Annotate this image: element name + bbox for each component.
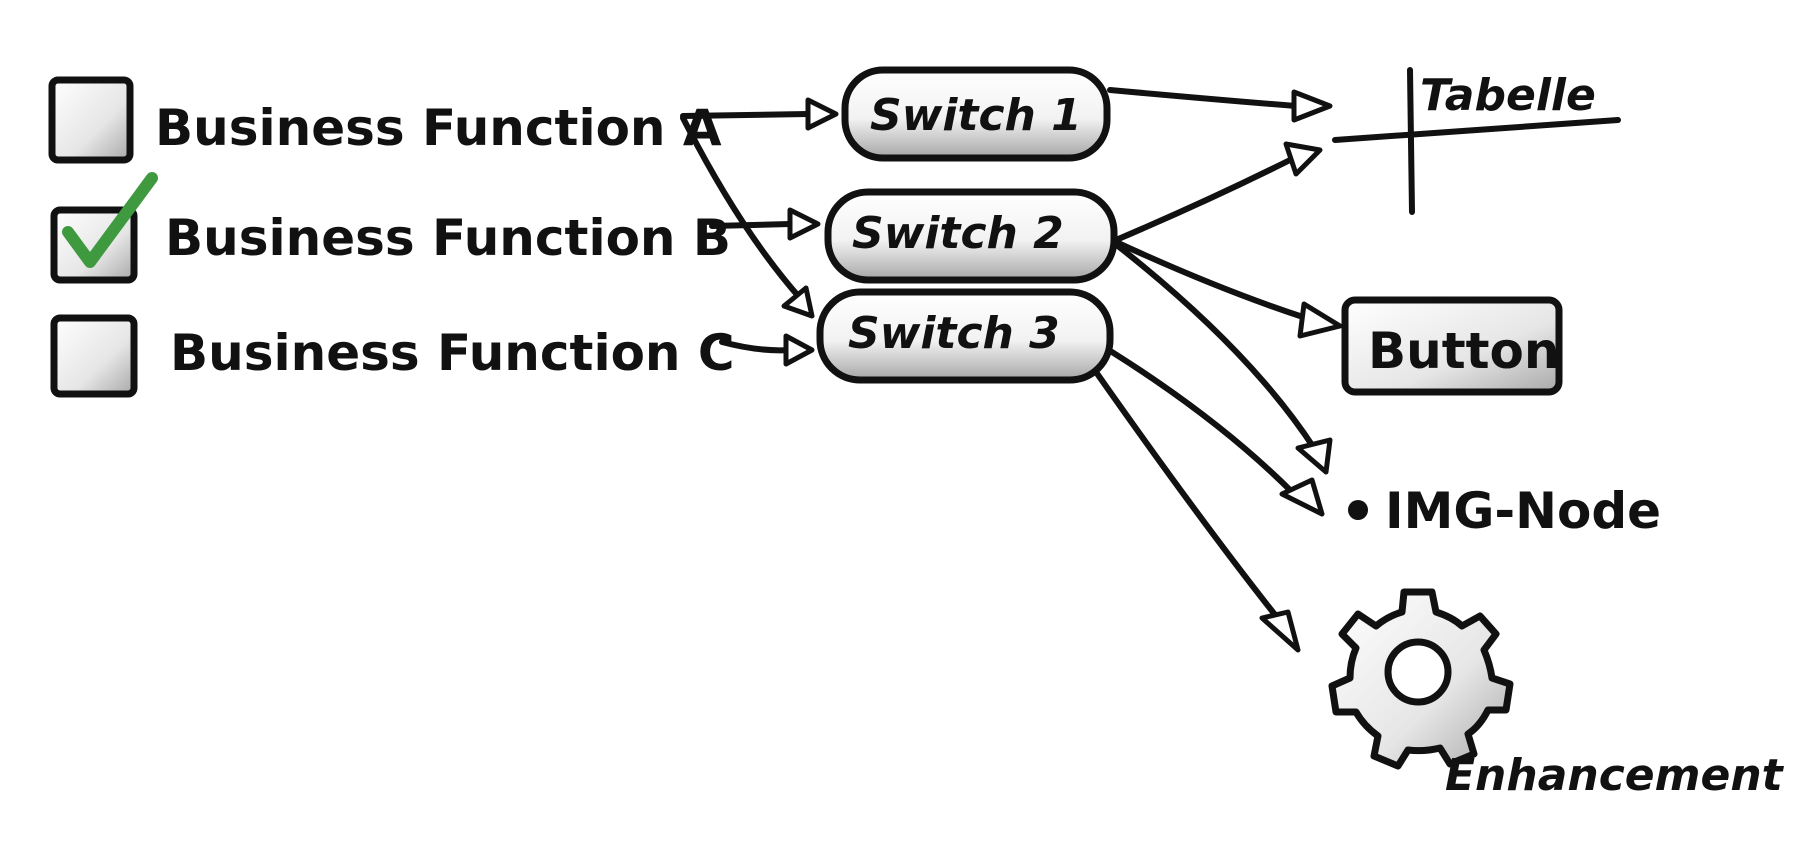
table-node[interactable]: Tabelle <box>1332 67 1621 215</box>
enhancement-label: Enhancement <box>1445 750 1785 801</box>
arrow-a-to-switch-3 <box>680 115 815 319</box>
arrow-c-to-switch-3 <box>719 333 815 367</box>
arrow-switch-2-to-table <box>1113 141 1323 243</box>
switch-3-label: Switch 3 <box>848 308 1060 359</box>
arrow-switch-2-to-button <box>1113 239 1343 339</box>
table-label: Tabelle <box>1420 70 1596 121</box>
button-label: Button <box>1368 322 1559 380</box>
checkmark-icon <box>62 172 158 268</box>
business-function-c-label: Business Function C <box>170 324 735 382</box>
switch-1-box[interactable] <box>841 66 1111 162</box>
arrow-a-to-switch-1 <box>680 97 839 131</box>
arrow-switch-3-to-img-node <box>1109 349 1325 517</box>
business-function-b[interactable]: Business Function B <box>50 172 731 284</box>
table-icon <box>1332 117 1621 143</box>
business-function-b-label: Business Function B <box>165 209 731 267</box>
switch-1[interactable]: Switch 1 <box>841 66 1111 162</box>
switch-2-label: Switch 2 <box>852 208 1064 259</box>
switch-3-box[interactable] <box>816 288 1114 384</box>
button-box[interactable] <box>1341 296 1563 396</box>
checkbox-icon[interactable] <box>50 314 138 398</box>
arrow-switch-2-to-img-node <box>1115 243 1333 475</box>
arrow-b-to-switch-2 <box>709 207 821 241</box>
switch-2-box[interactable] <box>824 188 1118 284</box>
enhancement-node[interactable]: Enhancement <box>1328 588 1785 801</box>
arrow-switch-1-to-table <box>1107 87 1333 123</box>
business-function-a-label: Business Function A <box>155 99 722 157</box>
business-function-c[interactable]: Business Function C <box>50 314 735 398</box>
checkbox-icon[interactable] <box>48 76 134 164</box>
arrow-switch-3-to-enhancement <box>1093 369 1301 653</box>
button-node[interactable]: Button <box>1341 296 1563 396</box>
gear-icon[interactable] <box>1328 588 1514 770</box>
business-function-a[interactable]: Business Function A <box>48 76 722 164</box>
img-node-label: IMG-Node <box>1385 482 1661 540</box>
table-icon-vertical <box>1407 67 1415 215</box>
switch-3[interactable]: Switch 3 <box>816 288 1114 384</box>
switch-2[interactable]: Switch 2 <box>824 188 1118 284</box>
switch-1-label: Switch 1 <box>870 90 1082 141</box>
img-node[interactable]: IMG-Node <box>1348 482 1661 540</box>
bullet-dot-icon <box>1348 500 1368 520</box>
